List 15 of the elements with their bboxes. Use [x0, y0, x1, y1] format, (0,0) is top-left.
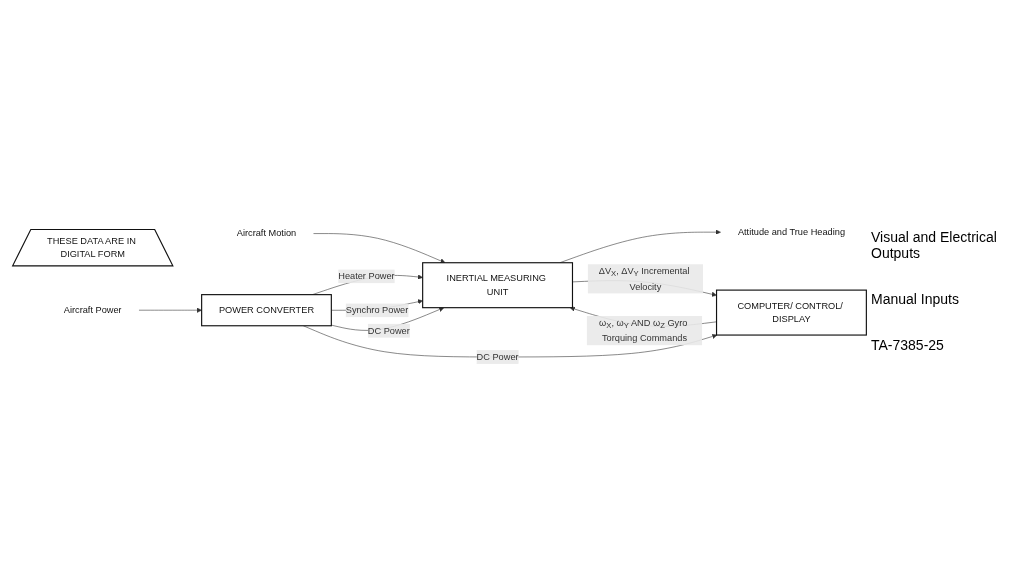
edge-label: ω$_{X}$, ω$_{Y}$ AND ω$_{Z}$ Gyro Torquing Commands: [599, 317, 688, 344]
edge-label: Synchro Power: [345, 305, 409, 316]
edge-label: DC Power: [476, 352, 519, 362]
edge-label: ΔV$_{X}$, ΔV$_{Y}$ Incremental Velocity: [598, 266, 690, 292]
node-text: Aircraft Motion: [236, 228, 297, 239]
node-text: Attitude and True Heading: [737, 227, 846, 238]
edge-label: DC Power: [367, 325, 410, 336]
edge-label: Heater Power: [338, 271, 395, 282]
note-label: Visual and Electrical Outputs: [871, 228, 998, 261]
node-box: COMPUTER/ CONTROL/ DISPLAY: [715, 289, 867, 336]
node-box: POWER CONVERTER: [201, 294, 332, 327]
node-text: Aircraft Power: [63, 305, 122, 316]
node-box: INERTIAL MEASURING UNIT: [422, 262, 574, 309]
note-label: Manual Inputs: [871, 290, 960, 307]
note-label: TA-7385-25: [871, 336, 945, 353]
